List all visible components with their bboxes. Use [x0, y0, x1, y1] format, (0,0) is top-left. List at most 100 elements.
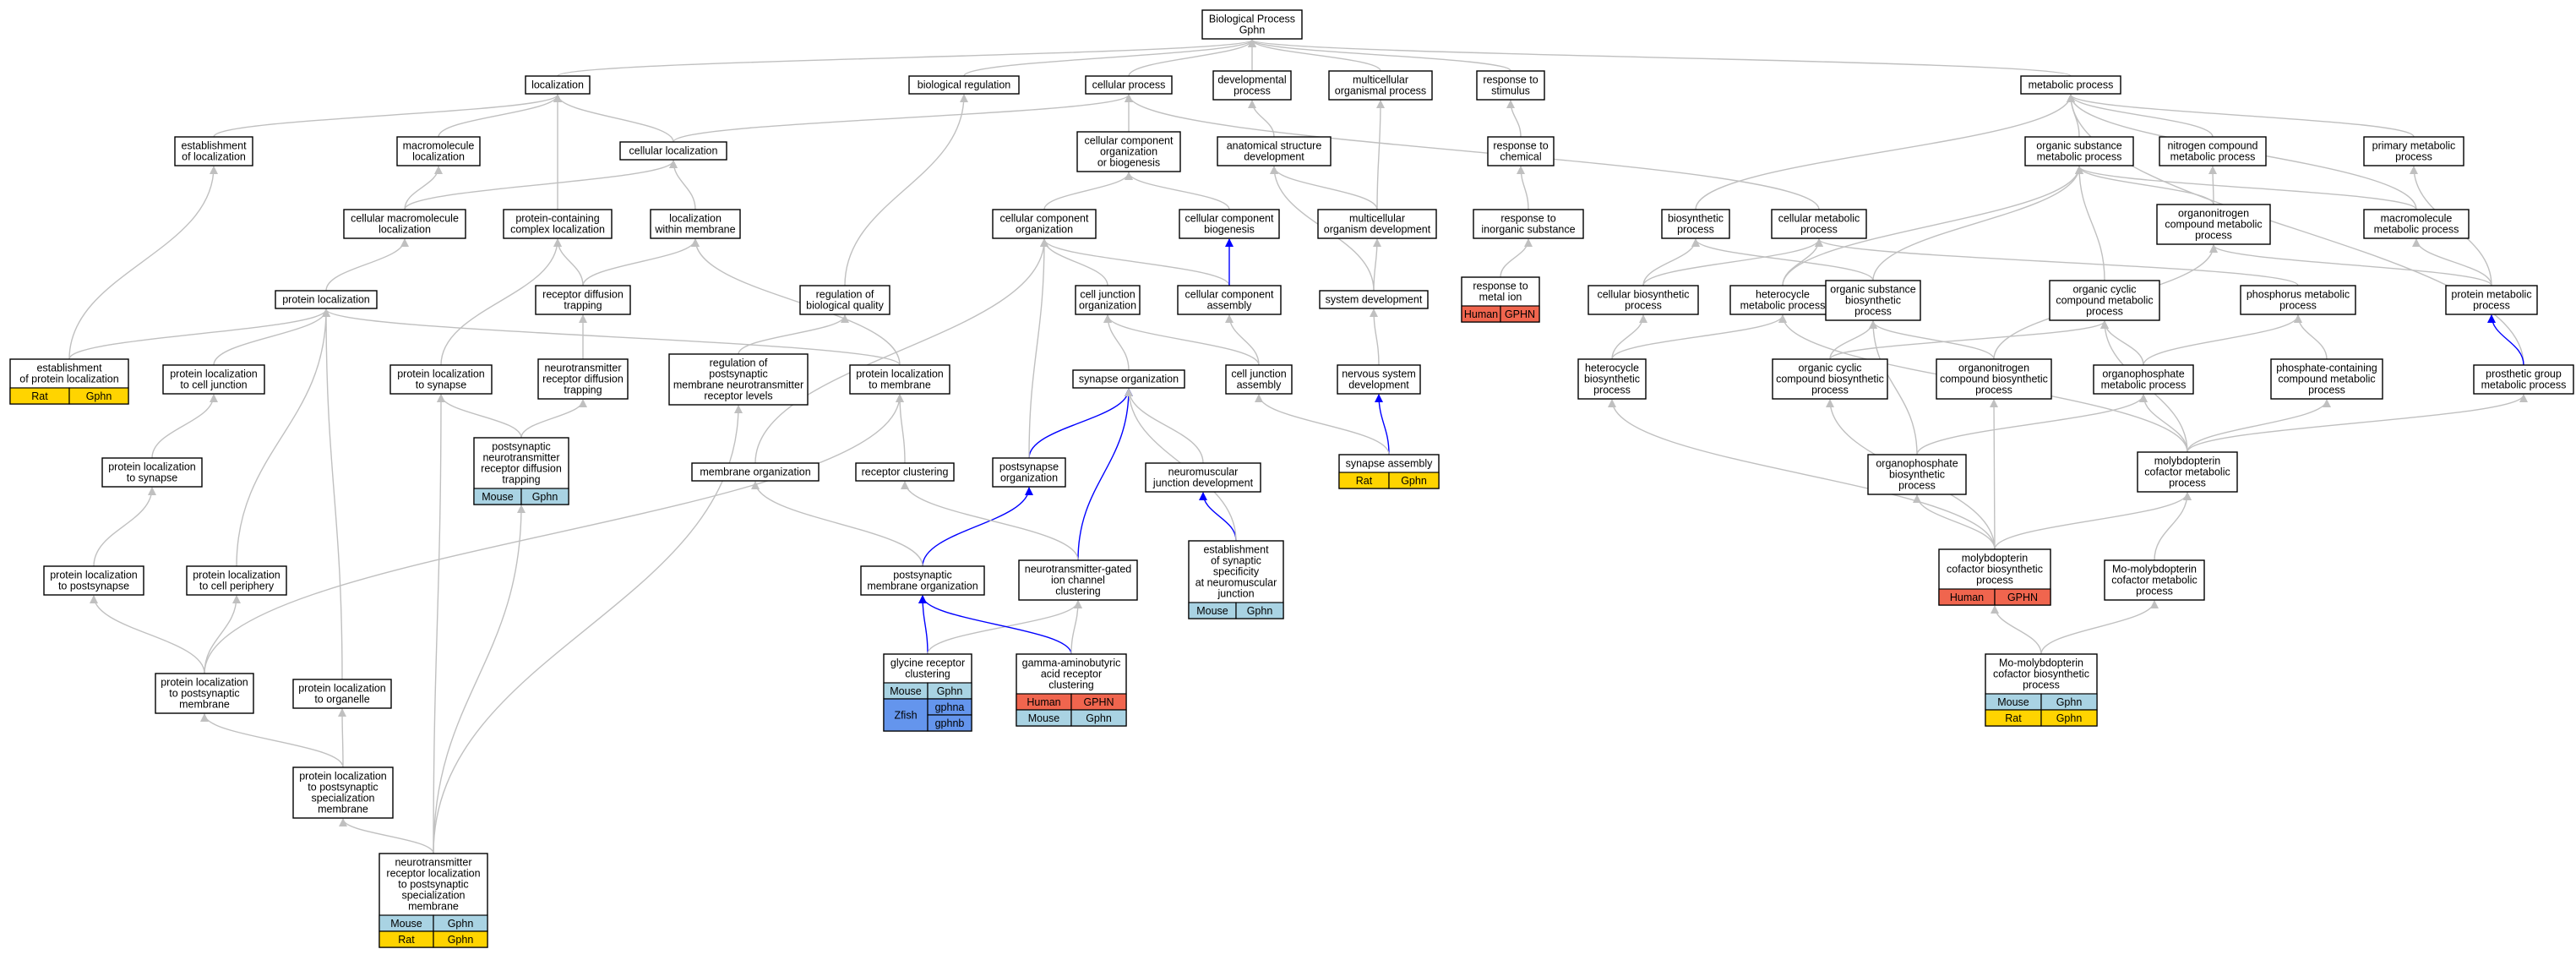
node-label: glycine receptor [890, 657, 965, 669]
species-label: Mouse [1997, 696, 2029, 708]
species-label: Rat [1356, 475, 1373, 487]
node-label: compound metabolic [2278, 374, 2375, 385]
edge-mcbp-to-mcmp [1994, 492, 2192, 550]
edge-cellproc-to-bp [1128, 39, 1256, 77]
edge-pmo-to-psorg [922, 487, 1033, 567]
node-label: trapping [502, 474, 540, 486]
node-box [343, 209, 466, 239]
node-label: neurotransmitter [544, 363, 621, 374]
node-label: protein localization [282, 294, 370, 306]
node-label: compound metabolic [2165, 219, 2262, 231]
node-box [503, 209, 613, 239]
node-box [43, 565, 144, 596]
node-label: organophosphate [1876, 458, 1958, 470]
gene-cell [927, 714, 972, 732]
node-label: cellular component [1185, 213, 1274, 225]
edge-synasm-to-nsd [1375, 394, 1390, 455]
node-box [2445, 285, 2538, 315]
node-label: response to [1483, 74, 1538, 86]
node-box [2473, 364, 2574, 395]
edge-multorg-to-bp [1248, 39, 1381, 72]
edge-cco-to-ccob [1043, 172, 1133, 210]
edge-macromet-to-osmp [2075, 166, 2417, 210]
edge-essnj-to-njd [1199, 492, 1237, 542]
node-box [1577, 358, 1647, 400]
node-label: neuromuscular [1168, 466, 1239, 478]
node-box [1588, 285, 1699, 315]
node-box [1217, 136, 1332, 166]
node-label: trapping [564, 300, 602, 312]
gene-cell [1500, 305, 1540, 323]
node-label: neurotransmitter [482, 452, 559, 464]
node-label: clustering [1048, 679, 1094, 691]
node-box [1212, 70, 1292, 101]
edge-ntgicc-to-recclus [901, 481, 1079, 561]
node-label: postsynaptic [709, 368, 767, 380]
edge-gabarc-to-pmo [918, 595, 1072, 655]
gene-label: GPHN [2007, 592, 2038, 603]
edge-pmp-to-macromet [2412, 238, 2492, 286]
edge-ccb-to-ccob [1125, 172, 1230, 210]
node-label: developmental [1217, 74, 1286, 86]
edge-pmp-to-oncmp [2209, 244, 2492, 286]
edge-cellloc-to-cellproc [673, 94, 1133, 143]
edge-pntrdt-to-pls [437, 394, 522, 439]
edge-localization-to-bp [557, 39, 1256, 77]
node-label: cellular macromolecule [351, 213, 459, 225]
node-label: organonitrogen [1958, 363, 2029, 374]
edge-primmet-to-metproc [2067, 94, 2415, 138]
gene-label: Gphn [1086, 712, 1112, 724]
node-label: process [2086, 306, 2123, 318]
node-label: biological quality [806, 300, 884, 312]
node-label: protein localization [170, 368, 258, 380]
node-label: membrane [408, 901, 459, 913]
edge-psorg-to-synorg [1028, 388, 1133, 459]
species-label: Mouse [1196, 605, 1228, 617]
node-label: to membrane [869, 379, 931, 391]
node-box [1772, 358, 1888, 400]
go-term-recclus: receptor clustering [855, 462, 955, 482]
node-box [2159, 136, 2267, 166]
edge-pccmp-to-phmp [2294, 314, 2328, 360]
edge-pltpm-to-plcp [204, 595, 241, 674]
node-box [2270, 358, 2383, 400]
node-label: protein localization [193, 570, 280, 581]
node-box [1476, 70, 1545, 101]
node-box [275, 290, 378, 309]
node-label: organization [1100, 146, 1157, 158]
node-label: receptor diffusion [542, 374, 624, 385]
node-label: cell junction [1080, 289, 1135, 301]
edge-pgmp-to-pmp [2487, 314, 2524, 366]
edge-bioreg-to-bp [963, 39, 1256, 77]
gene-label: Gphn [448, 918, 474, 930]
edge-pltpm-to-plps [90, 595, 205, 674]
edge-cellloc-to-localization [553, 94, 674, 143]
node-label: neurotransmitter [395, 857, 471, 869]
node-label: organismal process [1335, 85, 1426, 97]
edge-pltorg-to-protloc [322, 308, 343, 680]
node-label: trapping [564, 385, 602, 396]
node-label: process [1677, 224, 1714, 236]
node-label: junction development [1152, 477, 1254, 489]
node-box [537, 358, 629, 400]
edge-respstim-to-bp [1248, 39, 1511, 72]
